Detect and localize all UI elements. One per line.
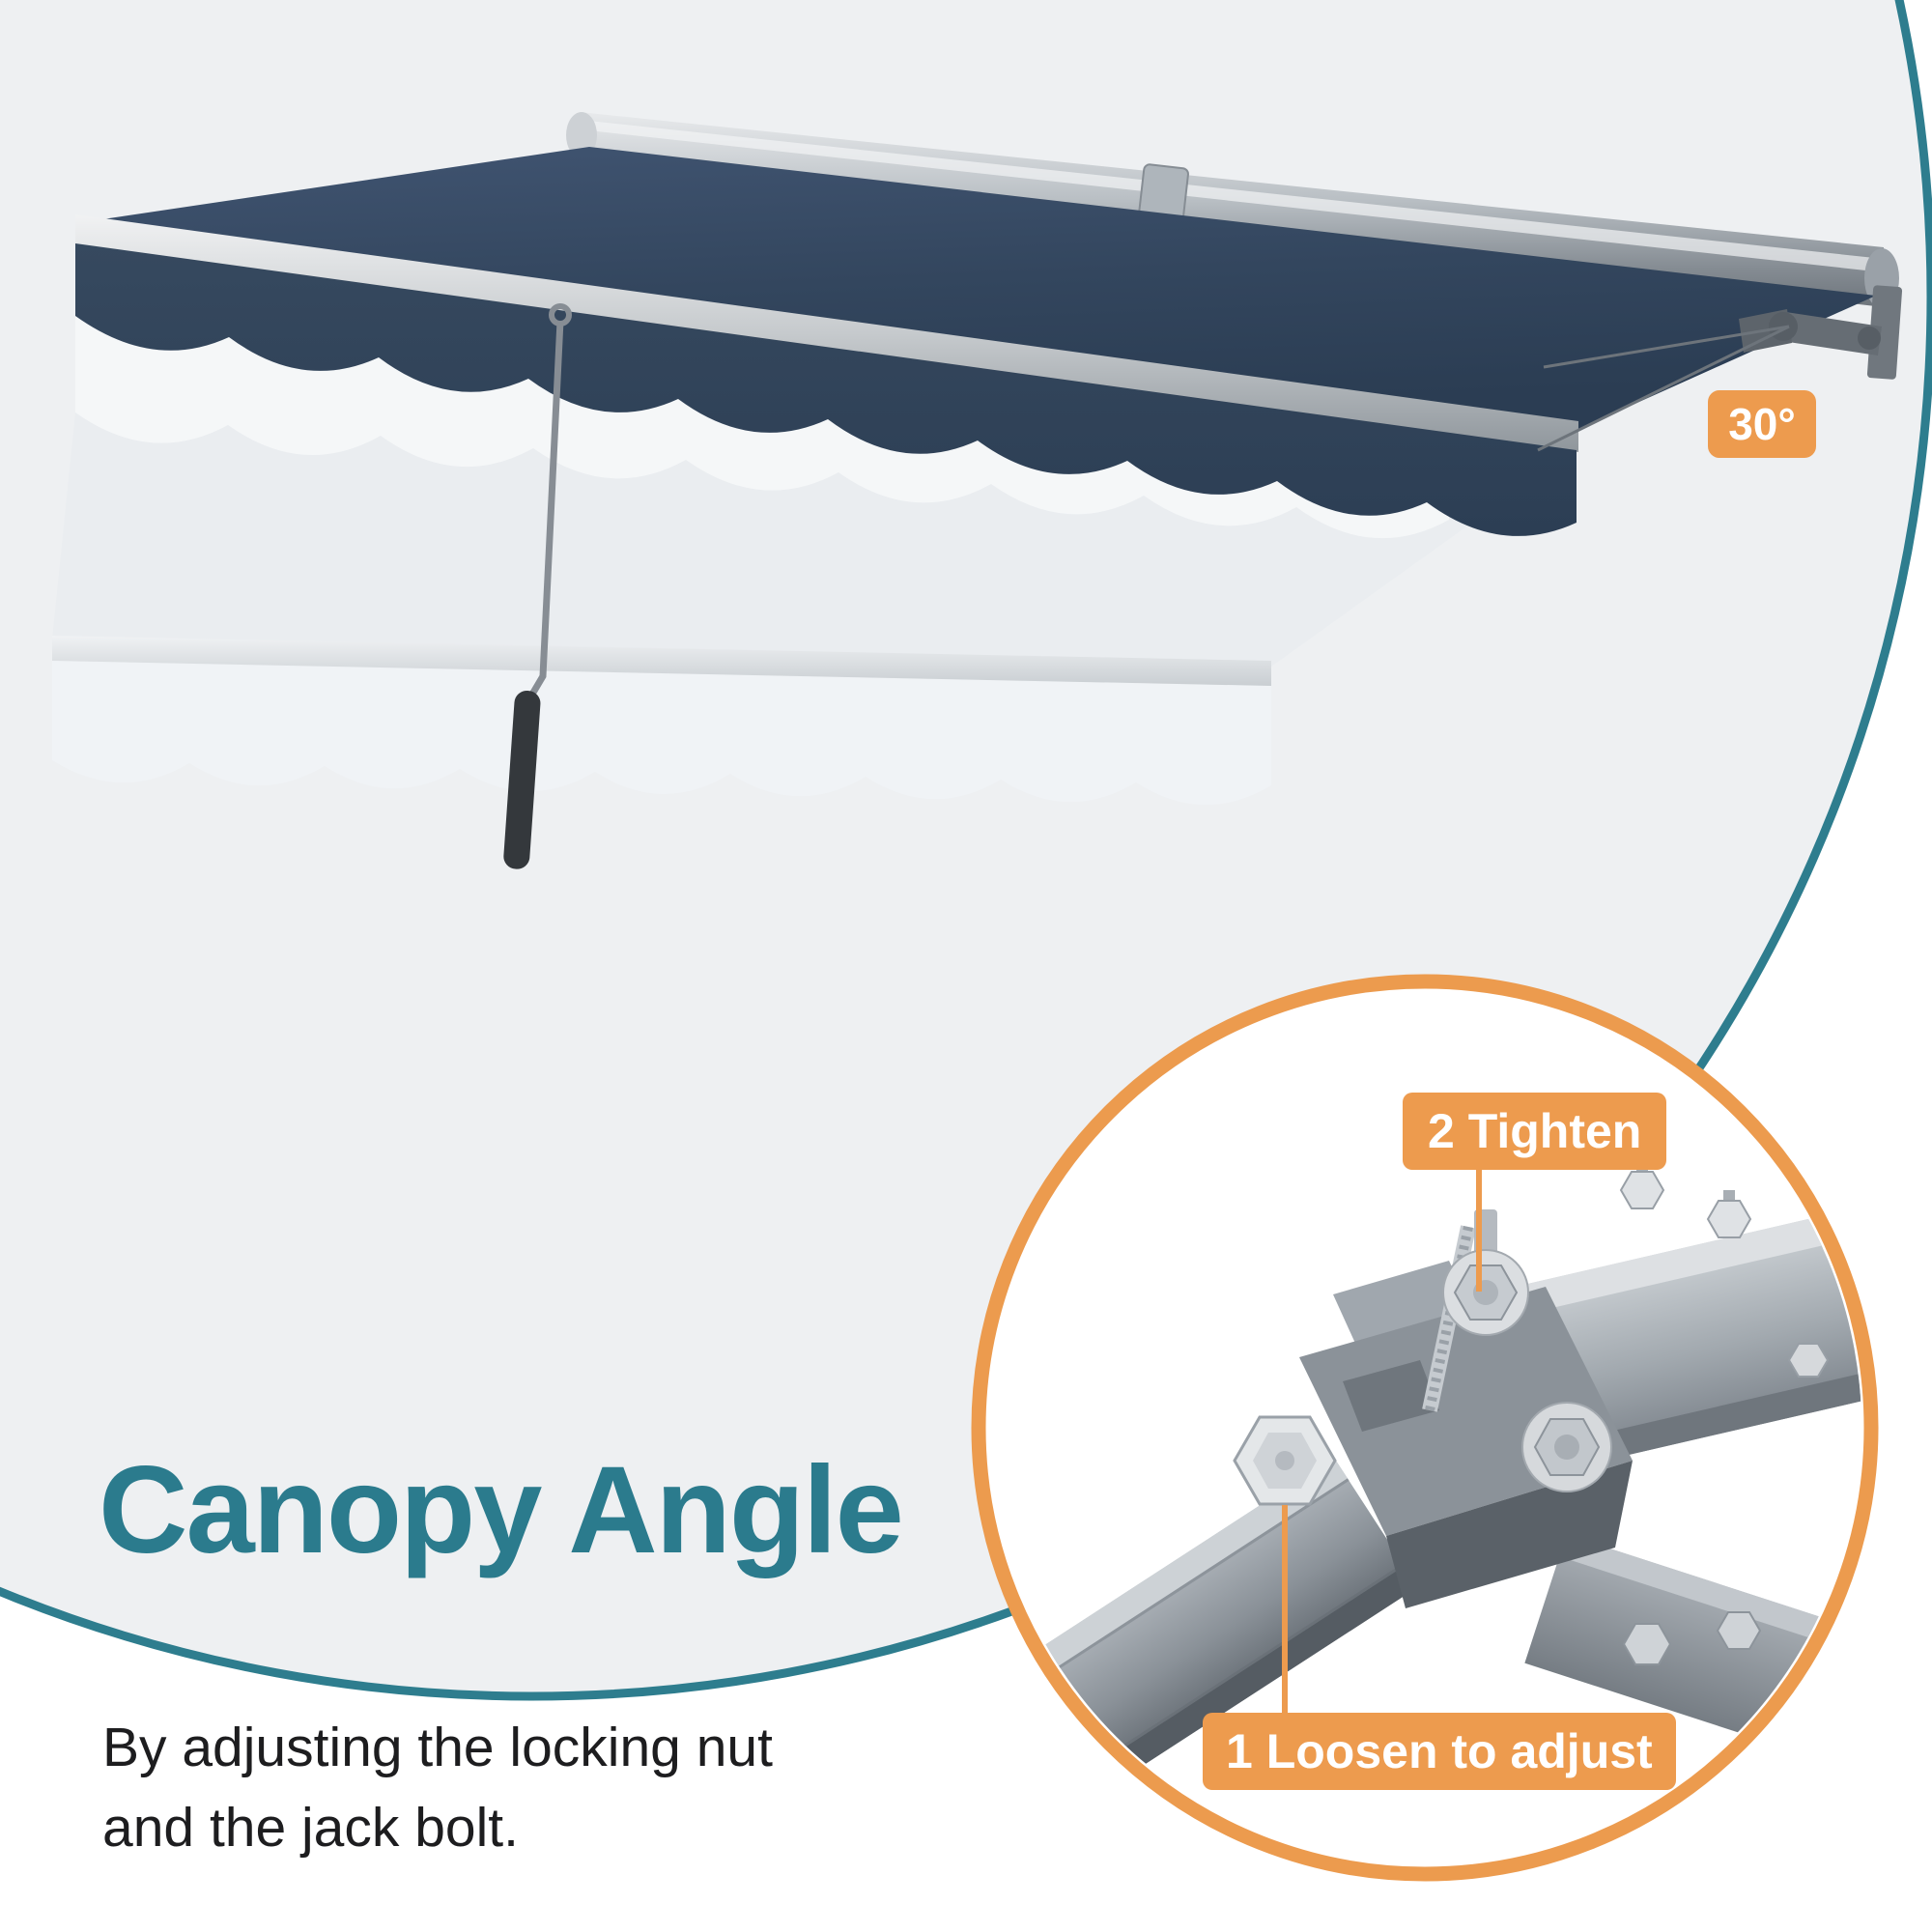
locking-nut-bottom <box>1521 1402 1612 1492</box>
loosen-callout-line <box>1282 1505 1288 1715</box>
angle-indicator-lines <box>1537 325 1790 452</box>
canopy-top-fabric <box>83 147 1876 431</box>
caption-line-1: By adjusting the locking nut <box>102 1717 773 1778</box>
small-bolts-top <box>1619 1161 1830 1378</box>
detail-circle <box>971 974 1879 1882</box>
ghost-front-bar <box>52 636 1271 686</box>
loosen-step-badge: 1 Loosen to adjust <box>1203 1713 1676 1790</box>
crank-handle <box>503 303 572 869</box>
ghost-valance-lower <box>52 659 1271 806</box>
locking-nut-top <box>1442 1209 1529 1336</box>
small-bolts-bottom <box>1622 1611 1762 1665</box>
page-title: Canopy Angle <box>99 1441 904 1579</box>
front-bar <box>75 214 1578 452</box>
tighten-step-badge: 2 Tighten <box>1403 1093 1667 1170</box>
canopy-fabric <box>75 147 1876 536</box>
tighten-callout-line <box>1476 1168 1482 1292</box>
awning-illustration <box>52 112 1903 869</box>
caption-line-2: and the jack bolt. <box>102 1796 519 1859</box>
angle-badge: 30° <box>1708 390 1816 458</box>
jack-bolt-hex <box>1233 1415 1337 1506</box>
canopy-valance <box>75 243 1577 536</box>
crank-grip <box>503 690 541 869</box>
caption-body: By adjusting the locking nut and the jac… <box>102 1708 773 1867</box>
